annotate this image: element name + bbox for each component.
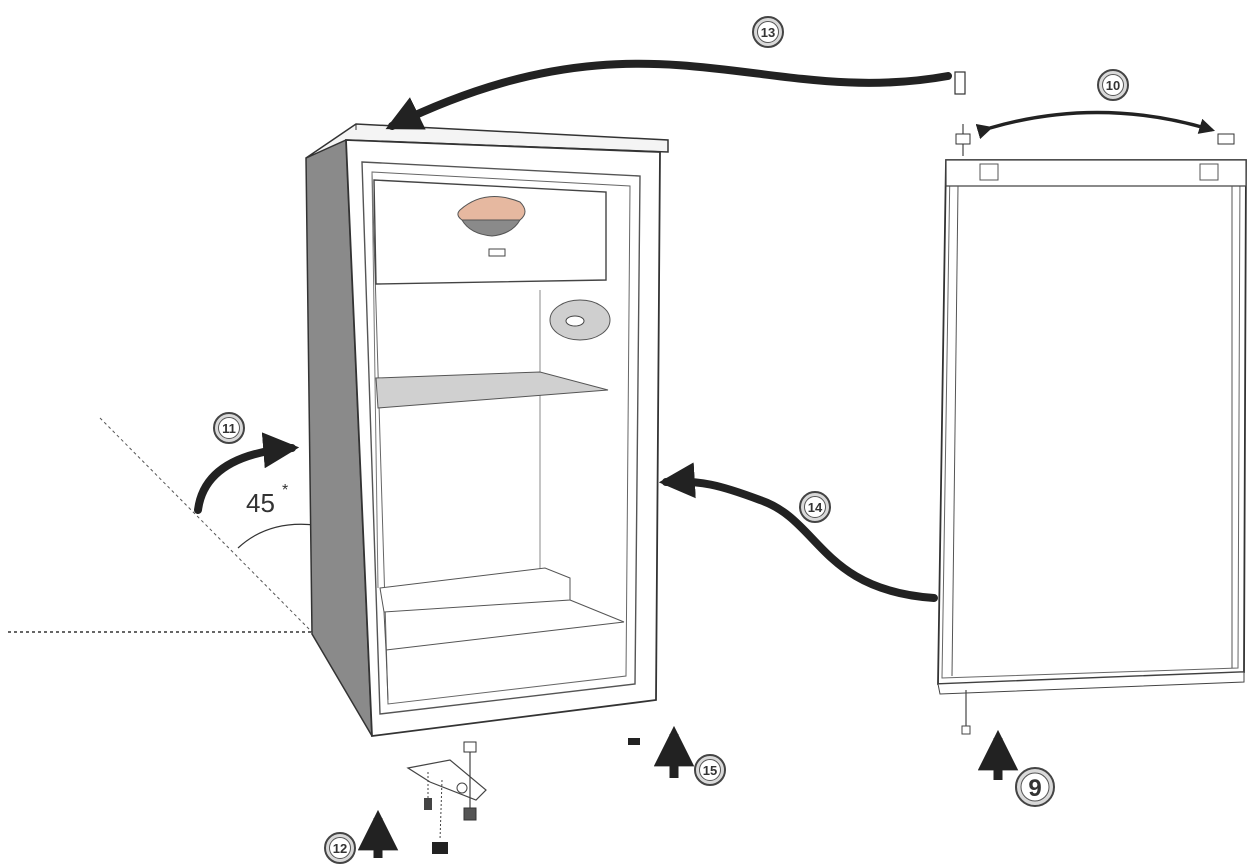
step-badge-9: 9 (1016, 768, 1054, 806)
svg-text:13: 13 (761, 25, 775, 40)
svg-text:12: 12 (333, 841, 347, 856)
svg-text:10: 10 (1106, 78, 1120, 93)
step-badge-12: 12 (325, 833, 355, 863)
top-pin-part (955, 72, 965, 94)
angle-label: 45 (246, 488, 275, 518)
foot-plug-part (628, 738, 640, 745)
svg-text:11: 11 (222, 421, 236, 436)
arrow-14 (666, 482, 934, 598)
angle-arc (238, 524, 315, 548)
bottom-hinge-parts (408, 742, 486, 854)
angle-mark: * (282, 482, 288, 499)
top-hinge-right (1218, 134, 1234, 144)
step-badge-13: 13 (753, 17, 783, 47)
fridge-door (938, 160, 1246, 694)
arrow-10 (990, 112, 1212, 130)
step-badge-14: 14 (800, 492, 830, 522)
step-badge-11: 11 (214, 413, 244, 443)
top-hinge-left (956, 124, 970, 156)
svg-text:9: 9 (1028, 775, 1041, 802)
step-badge-15: 15 (695, 755, 725, 785)
arrow-11 (198, 448, 292, 510)
step-badge-10: 10 (1098, 70, 1128, 100)
door-panel (938, 160, 1246, 684)
fridge-cabinet (306, 124, 668, 736)
svg-text:15: 15 (703, 763, 717, 778)
arrow-13 (392, 64, 948, 126)
svg-text:14: 14 (808, 500, 823, 515)
control-switch (489, 249, 505, 256)
